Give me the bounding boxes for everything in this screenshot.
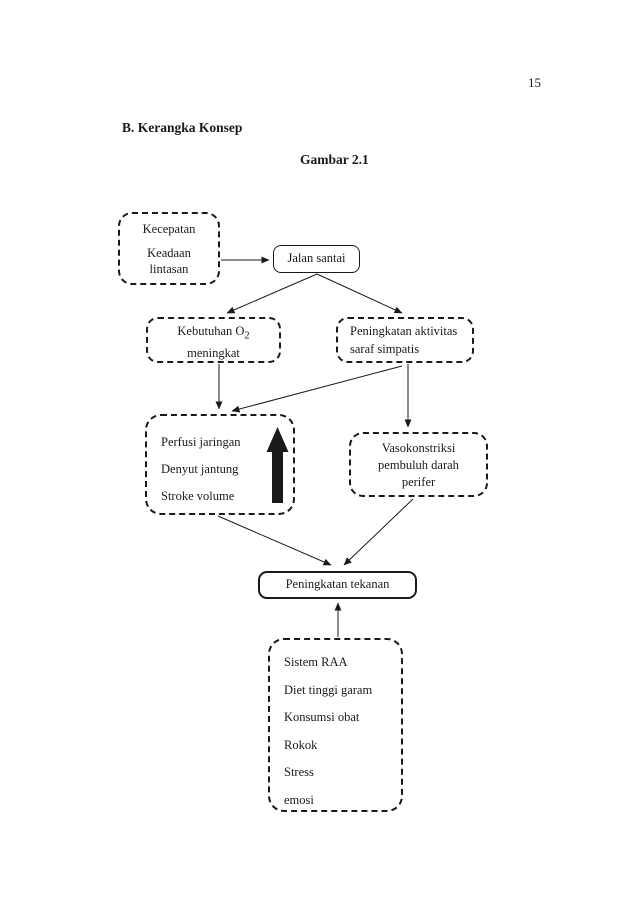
page-number: 15 bbox=[528, 75, 541, 90]
section-heading: B. Kerangka Konsep bbox=[122, 120, 243, 135]
vaso-line3: perifer bbox=[401, 474, 436, 489]
raa-line2: Diet tinggi garam bbox=[284, 682, 373, 697]
jalan-santai-label: Jalan santai bbox=[287, 251, 346, 265]
kebutuhan-o2-box: Kebutuhan O2 meningkat bbox=[146, 317, 281, 363]
arrow-jalan-santai-to-saraf bbox=[316, 273, 403, 314]
peningkatan-tekanan-box: Peningkatan tekanan bbox=[258, 571, 417, 599]
kecepatan-line1: Kecepatan bbox=[142, 222, 196, 236]
arrow-jalan-santai-to-kebutuhan bbox=[226, 273, 318, 314]
kecepatan-line2: Keadaan bbox=[147, 246, 191, 260]
perfusi-line3: Stroke volume bbox=[161, 489, 235, 503]
kecepatan-box: Kecepatan Keadaan lintasan bbox=[118, 212, 220, 285]
perfusi-line2: Denyut jantung bbox=[161, 462, 239, 476]
raa-line6: emosi bbox=[284, 792, 314, 807]
perfusi-box: Perfusi jaringan Denyut jantung Stroke v… bbox=[145, 414, 295, 515]
raa-line3: Konsumsi obat bbox=[284, 710, 360, 725]
vaso-line1: Vasokonstriksi bbox=[381, 441, 456, 455]
raa-line4: Rokok bbox=[284, 737, 318, 752]
saraf-simpatis-box: Peningkatan aktivitas saraf simpatis bbox=[336, 317, 474, 363]
arrow-vasokonstriksi-to-tekanan bbox=[343, 498, 414, 566]
raa-line1: Sistem RAA bbox=[284, 655, 348, 669]
vasokonstriksi-box: Vasokonstriksi pembuluh darah perifer bbox=[349, 432, 488, 497]
raa-line5: Stress bbox=[284, 765, 314, 780]
saraf-line1: Peningkatan aktivitas bbox=[350, 324, 458, 338]
jalan-santai-box: Jalan santai bbox=[273, 245, 360, 273]
saraf-line2: saraf simpatis bbox=[350, 341, 420, 356]
o2-subscript: 2 bbox=[244, 330, 250, 342]
sistem-raa-box: Sistem RAA Diet tinggi garam Konsumsi ob… bbox=[268, 638, 403, 812]
arrow-perfusi-to-tekanan bbox=[217, 515, 332, 566]
perfusi-line1: Perfusi jaringan bbox=[161, 435, 241, 449]
arrow-saraf-to-perfusi bbox=[231, 365, 403, 413]
tekanan-label: Peningkatan tekanan bbox=[285, 577, 390, 591]
kebutuhan-line2: meningkat bbox=[187, 346, 240, 360]
kecepatan-line3: lintasan bbox=[149, 262, 189, 276]
figure-title: Gambar 2.1 bbox=[300, 152, 369, 167]
vaso-line2: pembuluh darah bbox=[378, 457, 459, 472]
kebutuhan-line1: Kebutuhan O2 bbox=[177, 324, 250, 342]
